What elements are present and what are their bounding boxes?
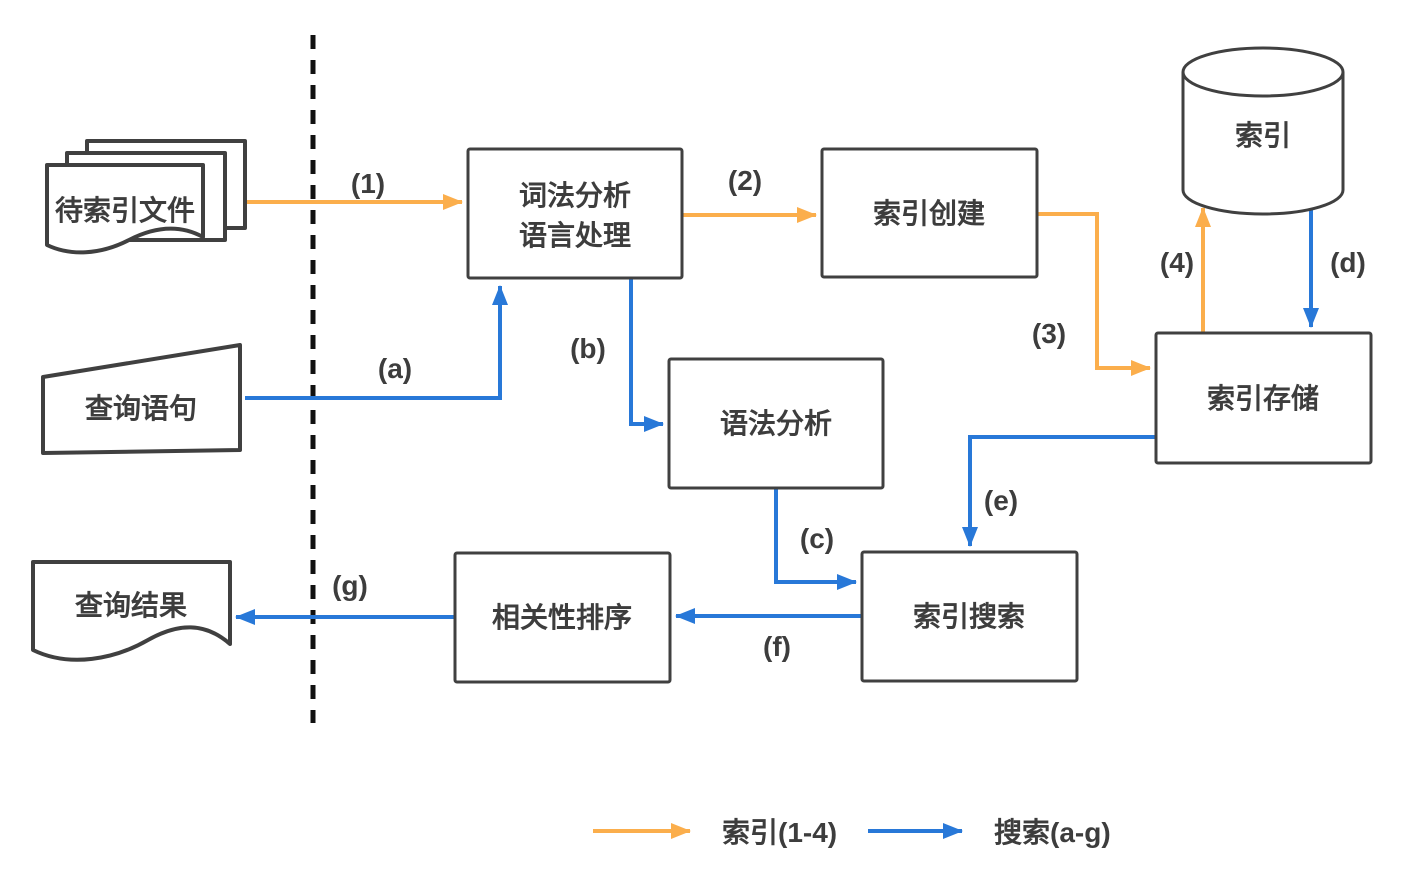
edge-label-f: (f) [763,631,791,662]
edge-label-g: (g) [332,570,368,601]
edge-label-2: (2) [728,165,762,196]
node-index-search: 索引搜索 [860,550,1079,683]
arrow-a-search-flow [245,285,508,400]
edge-label-c: (c) [800,523,834,554]
edge-label-1: (1) [351,168,385,199]
docs-to-index-label: 待索引文件 [55,194,195,226]
edge-label-d: (d) [1330,247,1366,278]
index-db-label: 索引 [1235,120,1291,151]
query-statement-label: 查询语句 [85,393,197,424]
lexical-analysis-box [466,147,684,280]
arrow-b-search-flow [629,278,664,432]
index-search-label: 索引搜索 [913,601,1025,632]
edge-label-a: (a) [378,353,412,384]
relevance-ranking-label: 相关性排序 [492,601,632,633]
syntax-analysis-label: 语法分析 [720,408,832,439]
index-db-cylinder-body [1181,72,1345,216]
node-index-db: 索引 [1181,46,1345,216]
edge-label-4: (4) [1160,247,1194,278]
node-query-result: 查询结果 [31,560,232,662]
syntax-analysis-box [667,357,885,490]
node-docs-to-index: 待索引文件 [45,139,247,255]
arrow-e-search-flow [962,435,1156,547]
index-create-box [820,147,1039,279]
lexical-analysis-label-line1: 词法分析 [519,180,631,211]
node-index-store: 索引存储 [1154,331,1373,465]
legend-index-label: 索引(1-4) [722,817,837,848]
index-db-cylinder-top [1181,46,1345,98]
doc-stack-page-front [45,163,205,255]
relevance-ranking-box [453,551,672,684]
arrow-3-index-flow [1037,212,1151,376]
node-index-create: 索引创建 [820,147,1039,279]
edge-label-e: (e) [984,485,1018,516]
node-relevance-ranking: 相关性排序 [453,551,672,684]
edge-label-3: (3) [1032,318,1066,349]
legend-search-label: 搜索(a-g) [994,817,1111,848]
index-search-box [860,550,1079,683]
legend: 索引(1-4) 搜索(a-g) [593,817,1111,848]
query-result-shape [31,560,232,662]
node-lexical-analysis: 词法分析 语言处理 [466,147,684,280]
edge-label-b: (b) [570,333,606,364]
arrow-c-search-flow [774,488,857,590]
index-store-label: 索引存储 [1207,382,1319,414]
index-create-label: 索引创建 [873,198,985,229]
node-query-statement: 查询语句 [41,343,242,455]
query-result-label: 查询结果 [75,590,187,621]
lexical-analysis-label-line2: 语言处理 [519,220,631,251]
query-statement-shape [41,343,242,455]
index-store-box [1154,331,1373,465]
node-syntax-analysis: 语法分析 [667,357,885,490]
